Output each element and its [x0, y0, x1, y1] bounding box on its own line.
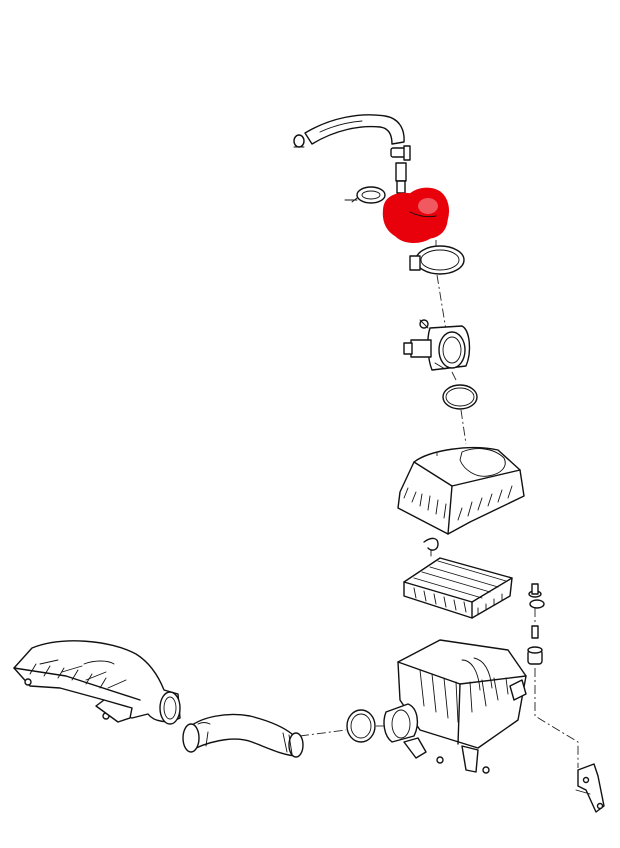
air-filter-element — [403, 557, 513, 619]
intake-clamp-ring — [346, 709, 376, 743]
resonator-duct-highlighted — [382, 187, 449, 243]
bolt-and-washer — [528, 583, 545, 639]
air-cleaner-case — [383, 639, 527, 774]
hose-band — [409, 245, 465, 275]
breather-nipple — [390, 145, 411, 194]
hose-clamp-large — [344, 186, 386, 204]
intake-duct — [13, 640, 181, 725]
grommet — [527, 646, 543, 665]
hose-clamp-small — [293, 134, 305, 148]
cover-clip — [423, 537, 439, 557]
o-ring-gasket — [442, 384, 478, 410]
air-cleaner-cover — [397, 446, 525, 535]
air-flow-sensor — [403, 319, 471, 371]
breather-hose — [304, 114, 405, 145]
bracket — [534, 668, 605, 813]
intake-hose — [182, 713, 304, 758]
